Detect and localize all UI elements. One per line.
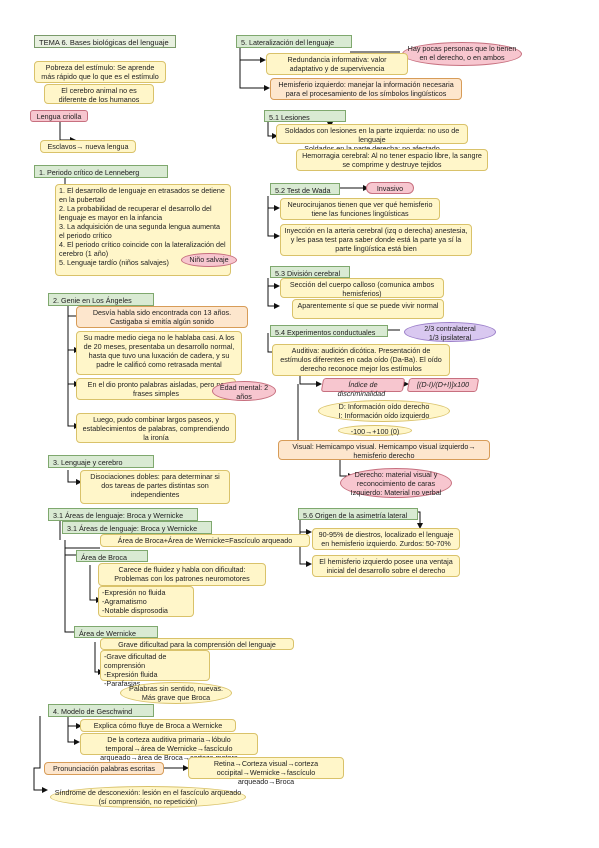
modelo-geschwind-heading: 4. Modelo de Geschwind bbox=[48, 704, 154, 717]
area-broca-heading: Área de Broca bbox=[76, 550, 148, 562]
fasciculo-arqueado-node: Área de Broca+Área de Wernicke=Fascículo… bbox=[100, 534, 310, 547]
genie-item-1: Desvía habla sido encontrada con 13 años… bbox=[76, 306, 248, 328]
pobreza-estimulo-node: Pobreza del estímulo: Se aprende más ráp… bbox=[34, 61, 166, 83]
lengua-criolla-node: Lengua criolla bbox=[30, 110, 88, 122]
cerebro-animales-node: El cerebro animal no es diferente de los… bbox=[44, 84, 154, 104]
periodo-critico-heading: 1. Periodo crítico de Lenneberg bbox=[34, 165, 168, 178]
d-i-info-node: D: Información oído derecho I: Informaci… bbox=[318, 400, 450, 422]
hay-pocas-badge: Hay pocas personas que lo tienen en el d… bbox=[402, 42, 522, 66]
genie-item-2: Su madre medio ciega no le hablaba casi.… bbox=[76, 331, 242, 375]
genie-item-3: En el dio pronto palabras aisladas, pero… bbox=[76, 378, 236, 400]
formula-node: [(D-I)/(D+I)]x100 bbox=[406, 378, 480, 392]
esclavos-node: Esclavos→ nueva lengua bbox=[40, 140, 136, 153]
explica-node: Explica cómo fluye de Broca a Wernicke bbox=[80, 719, 236, 732]
aparentemente-node: Aparentemente sí que se puede vivir norm… bbox=[292, 299, 444, 319]
nino-salvaje-badge: Niño salvaje bbox=[181, 253, 237, 267]
areas-lenguaje-subheading: 3.1 Áreas de lenguaje: Broca y Wernicke bbox=[62, 521, 212, 534]
broca-carece-node: Carece de fluidez y habla con dificultad… bbox=[98, 563, 266, 586]
redundancia-node: Redundancia informativa: valor adaptativ… bbox=[266, 53, 408, 75]
invasivo-badge: Invasivo bbox=[366, 182, 414, 194]
genie-item-4: Luego, pudo combinar largos paseos, y es… bbox=[76, 413, 236, 443]
lateralizacion-heading: 5. Lateralización del lenguaje bbox=[236, 35, 352, 48]
derecho-material-badge: Derecho: material visual y reconocimient… bbox=[340, 468, 452, 498]
disociaciones-node: Disociaciones dobles: para determinar si… bbox=[80, 470, 230, 504]
hemisferio-izquierdo-node: Hemisferio izquierdo: manejar la informa… bbox=[270, 78, 462, 100]
area-wernicke-heading: Área de Wernicke bbox=[74, 626, 158, 638]
wernicke-items-list: -Grave dificultad de comprensión -Expres… bbox=[100, 650, 210, 688]
retina-path-node: Retina→Corteza visual→corteza occipital→… bbox=[188, 757, 344, 786]
contralateral-badge: 2/3 contralateral 1/3 ipsilateral bbox=[404, 322, 496, 342]
sindrome-desconexion-node: Síndrome de desconexión: lesión en el fa… bbox=[50, 786, 246, 808]
indice-discriminalidad-node: Índice de discriminalidad bbox=[320, 378, 406, 398]
auditiva-node: Auditiva: audición dicótica. Presentació… bbox=[272, 344, 450, 376]
lesiones-heading: 5.1 Lesiones bbox=[264, 110, 346, 122]
main-title: TEMA 6. Bases biológicas del lenguaje bbox=[34, 35, 176, 48]
areas-lenguaje-heading: 3.1 Áreas de lenguaje: Broca y Wernicke bbox=[48, 508, 198, 521]
soldados-node: Soldados con lesiones en la parte izquie… bbox=[276, 124, 468, 153]
broca-items-list: -Expresión no fluida -Agramatismo -Notab… bbox=[98, 586, 194, 617]
rango-node: -100→+100 (0) bbox=[338, 425, 412, 436]
hemorragia-node: Hemorragia cerebral: Al no tener espacio… bbox=[296, 149, 488, 171]
edad-mental-badge: Edad mental: 2 años bbox=[212, 381, 276, 401]
visual-hemicampo-node: Visual: Hemicampo visual. Hemicampo visu… bbox=[278, 440, 490, 460]
division-cerebral-heading: 5.3 División cerebral bbox=[270, 266, 350, 278]
pronunciacion-node: Pronunciación palabras escritas bbox=[44, 762, 164, 775]
lenguaje-cerebro-heading: 3. Lenguaje y cerebro bbox=[48, 455, 154, 468]
hemisferio-ventaja-node: El hemisferio izquierdo posee una ventaj… bbox=[312, 555, 460, 577]
periodo-critico-list: 1. El desarrollo de lenguaje en etrasado… bbox=[55, 184, 231, 276]
diestros-node: 90-95% de diestros, localizado el lengua… bbox=[312, 528, 460, 550]
neurocirujanos-node: Neurocirujanos tienen que ver qué hemisf… bbox=[280, 198, 440, 220]
origen-asimetria-heading: 5.6 Origen de la asimetría lateral bbox=[298, 508, 418, 520]
inyeccion-node: Inyección en la arteria cerebral (izq o … bbox=[280, 224, 472, 256]
corteza-path-node: De la corteza auditiva primaria→lóbulo t… bbox=[80, 733, 258, 762]
experimentos-heading: 5.4 Experimentos conductuales bbox=[270, 325, 388, 337]
genie-heading: 2. Genie en Los Ángeles bbox=[48, 293, 154, 306]
palabras-sin-sentido-node: Palabras sin sentido, nuevas. Más grave … bbox=[120, 682, 232, 704]
seccion-cuerpo-calloso-node: Sección del cuerpo calloso (comunica amb… bbox=[280, 278, 444, 298]
test-wada-heading: 5.2 Test de Wada bbox=[270, 183, 340, 195]
wernicke-grave-node: Grave dificultad para la comprensión del… bbox=[100, 638, 294, 650]
